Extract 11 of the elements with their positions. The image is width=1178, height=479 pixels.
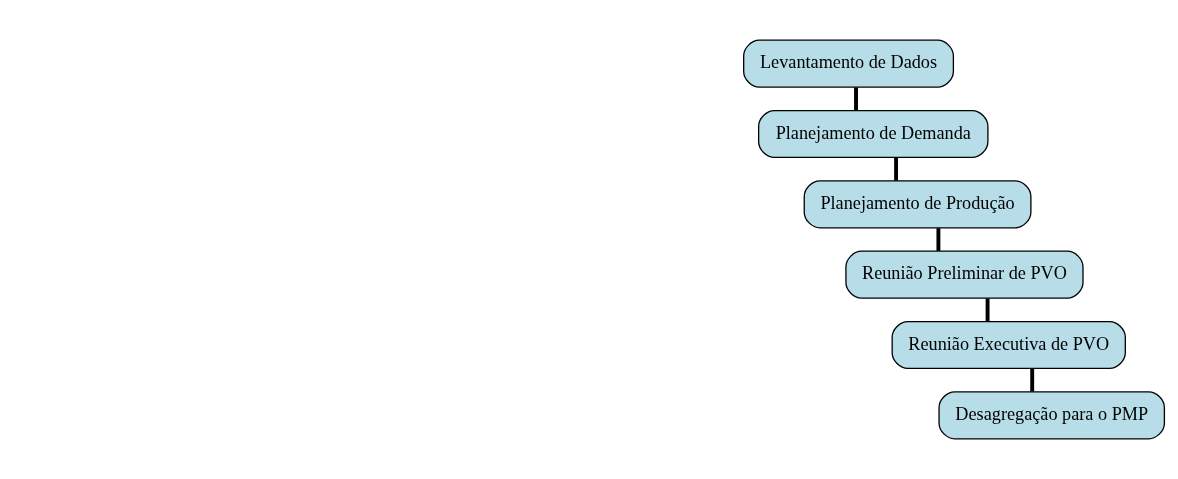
connector	[936, 228, 941, 251]
connector	[854, 87, 858, 111]
node-box: Reunião Preliminar de PVO	[845, 250, 1084, 299]
node-box: Levantamento de Dados	[743, 39, 955, 88]
node-box: Planejamento de Produção	[803, 180, 1032, 229]
node-box: Reunião Executiva de PVO	[891, 320, 1126, 370]
connector	[1030, 368, 1035, 392]
connector	[894, 157, 899, 181]
connector	[985, 298, 990, 322]
node-box: Desagregação para o PMP	[938, 391, 1166, 440]
node-box: Planejamento de Demanda	[758, 109, 989, 159]
